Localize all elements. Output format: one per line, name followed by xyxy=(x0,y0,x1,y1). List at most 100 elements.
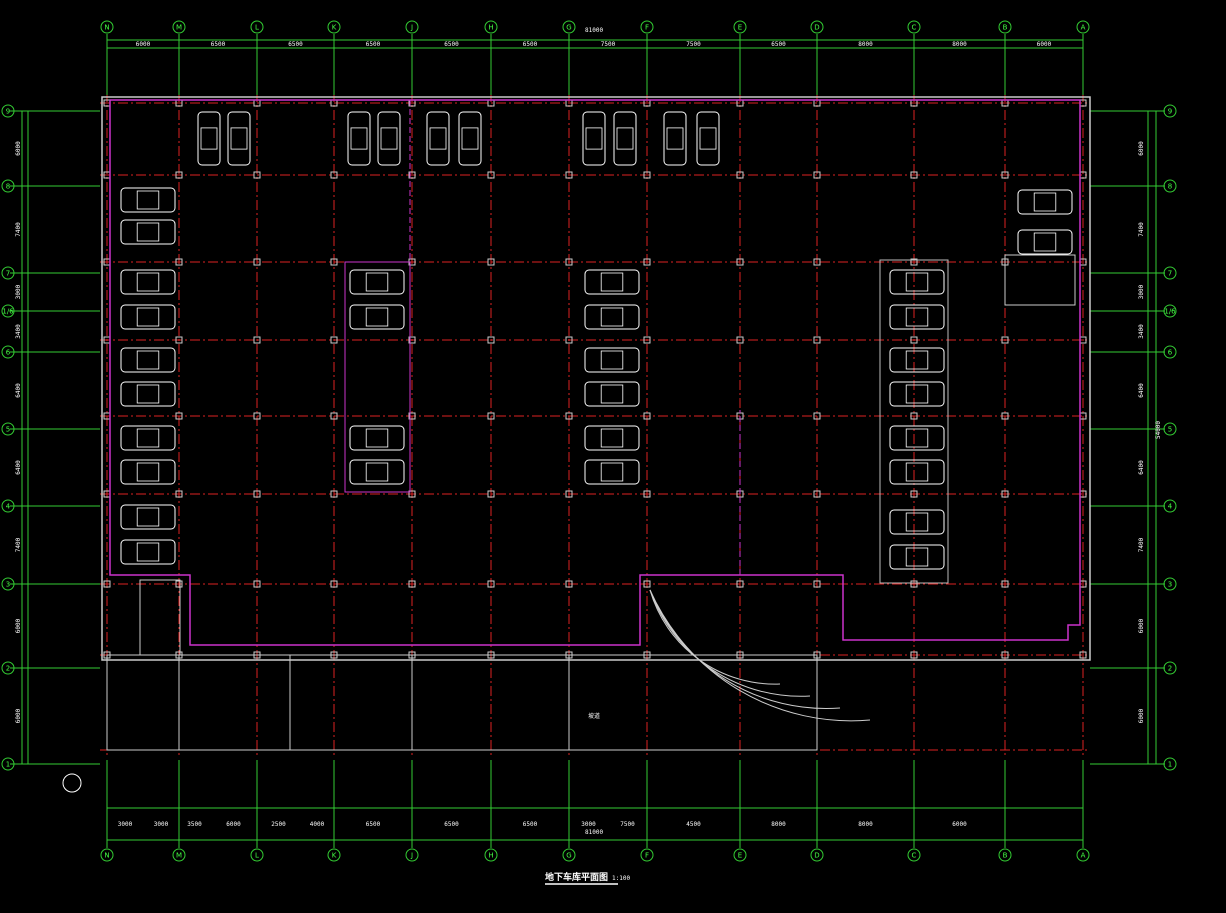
parking-car xyxy=(426,111,450,166)
axis-bubble-label: C xyxy=(912,852,917,860)
car-roof xyxy=(585,127,603,150)
axis-bubble-circle xyxy=(1163,304,1177,318)
left-dimension: 6000 xyxy=(15,618,22,633)
car-roof xyxy=(666,127,684,150)
parking-car xyxy=(120,304,176,330)
parking-car xyxy=(584,381,640,407)
column-axis-bottom: E xyxy=(733,848,747,862)
structural-column xyxy=(175,336,183,344)
column-axis-top: M xyxy=(172,20,186,34)
structural-column xyxy=(910,336,918,344)
structural-column xyxy=(408,336,416,344)
structural-column xyxy=(813,580,821,588)
column-axis-bottom: M xyxy=(172,848,186,862)
car-body xyxy=(889,509,945,535)
axis-bubble-label: H xyxy=(488,24,493,32)
axis-bubble-circle xyxy=(1,304,15,318)
parking-car xyxy=(582,111,606,166)
structural-column xyxy=(487,258,495,266)
car-roof xyxy=(380,127,398,150)
parking-spaces xyxy=(120,111,1073,570)
axis-bubble-circle xyxy=(484,20,498,34)
top-dimension: 6000 xyxy=(1037,41,1052,48)
top-dimension: 8000 xyxy=(858,41,873,48)
bottom-total-dim: 81000 xyxy=(585,829,603,836)
axis-bubble-circle xyxy=(1163,757,1177,771)
structural-column xyxy=(330,171,338,179)
structural-column xyxy=(175,412,183,420)
axis-bubble-circle xyxy=(640,20,654,34)
parking-car xyxy=(613,111,637,166)
structural-column xyxy=(253,171,261,179)
right-dimension: 7400 xyxy=(1138,222,1145,237)
structural-column xyxy=(253,490,261,498)
parking-car xyxy=(584,304,640,330)
top-dimension: 7500 xyxy=(601,41,616,48)
axis-bubble-label: 1 xyxy=(6,761,10,769)
stairwell xyxy=(1004,254,1076,306)
axis-bubble-circle xyxy=(1163,104,1177,118)
row-axis-left: 1 xyxy=(1,757,15,771)
column-axis-top: C xyxy=(907,20,921,34)
structural-column xyxy=(643,258,651,266)
car-roof xyxy=(905,428,929,448)
axis-bubble-circle xyxy=(810,20,824,34)
axis-bubble-circle xyxy=(733,20,747,34)
column-axis-bottom: J xyxy=(405,848,419,862)
parking-car xyxy=(889,509,945,535)
walls xyxy=(101,96,1091,751)
axis-bubble-label: 4 xyxy=(6,503,11,511)
axis-bubble-circle xyxy=(250,20,264,34)
car-body xyxy=(889,544,945,570)
axis-bubble-circle xyxy=(562,848,576,862)
bottom-dimension: 4500 xyxy=(686,821,701,828)
structural-column xyxy=(565,412,573,420)
axis-bubble-label: 8 xyxy=(6,183,10,191)
parking-car xyxy=(584,425,640,451)
car-body xyxy=(458,111,482,166)
row-axis-right: 4 xyxy=(1163,499,1177,513)
car-body xyxy=(197,111,221,166)
axis-bubble-label: A xyxy=(1081,852,1086,860)
axis-bubble-circle xyxy=(327,20,341,34)
structural-column xyxy=(643,490,651,498)
row-axis-right: 9 xyxy=(1163,104,1177,118)
car-roof xyxy=(429,127,447,150)
structural-column xyxy=(1001,580,1009,588)
right-total-dimension: 54000 xyxy=(1155,421,1162,439)
top-total-dim: 81000 xyxy=(585,27,603,34)
car-roof xyxy=(699,127,717,150)
bottom-dimension: 6500 xyxy=(523,821,538,828)
column-axis-top: K xyxy=(327,20,341,34)
parking-car xyxy=(377,111,401,166)
row-axis-left: 1/6 xyxy=(1,304,15,318)
car-body xyxy=(584,381,640,407)
parking-car xyxy=(584,347,640,373)
parking-car xyxy=(349,459,405,485)
car-roof xyxy=(905,272,929,292)
parking-car xyxy=(1017,229,1073,255)
bottom-dimension: 3000 xyxy=(118,821,133,828)
structural-column xyxy=(910,490,918,498)
car-roof xyxy=(905,307,929,327)
column-axis-bottom: D xyxy=(810,848,824,862)
parking-car xyxy=(696,111,720,166)
car-body xyxy=(120,539,176,565)
bottom-dimension: 6000 xyxy=(226,821,241,828)
structural-column xyxy=(565,490,573,498)
axis-bubble-circle xyxy=(1163,577,1177,591)
structural-column xyxy=(175,171,183,179)
axis-bubble-label: 1/6 xyxy=(2,308,14,316)
lower-rooms xyxy=(106,654,818,751)
car-roof xyxy=(136,350,160,370)
ramp-curve xyxy=(649,589,811,697)
structural-column xyxy=(408,412,416,420)
axis-bubble-circle xyxy=(1163,179,1177,193)
structural-column xyxy=(487,580,495,588)
structural-column xyxy=(813,258,821,266)
axis-bubble-circle xyxy=(172,848,186,862)
car-roof xyxy=(230,127,248,150)
row-axis-right: 1 xyxy=(1163,757,1177,771)
parking-car xyxy=(889,459,945,485)
car-roof xyxy=(461,127,479,150)
